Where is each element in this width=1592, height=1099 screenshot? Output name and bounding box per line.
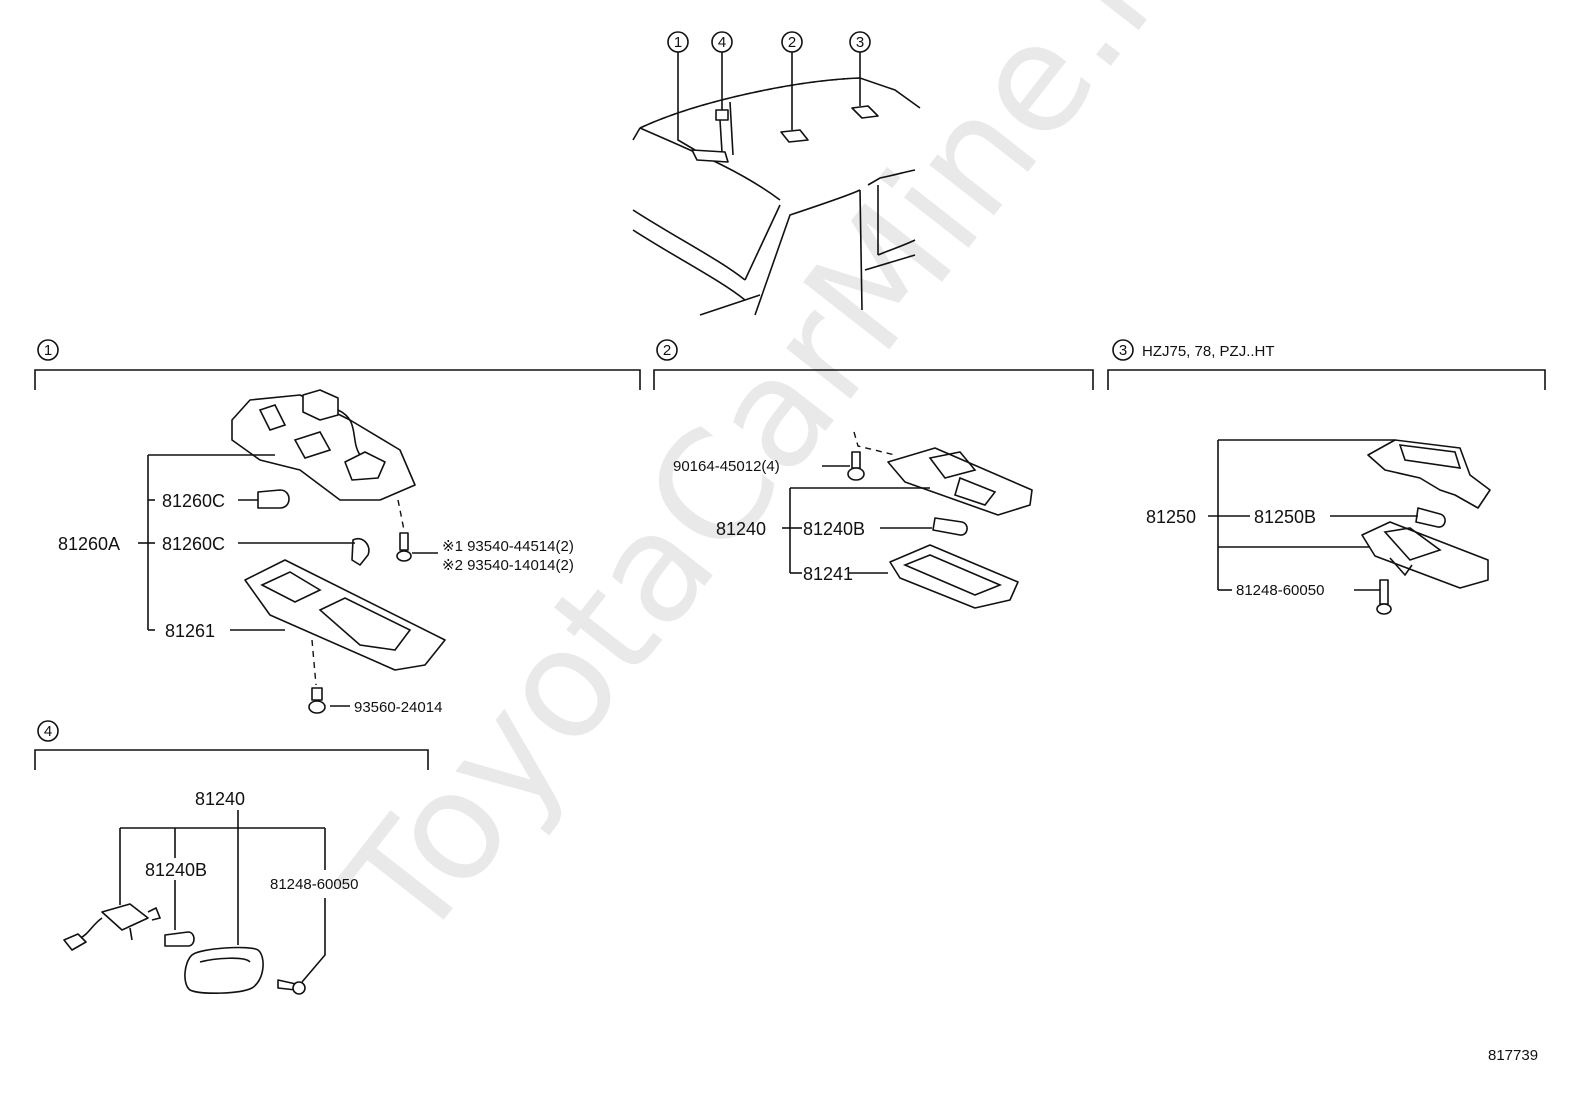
section-4-connector [63,903,162,951]
overview-callout-4: 4 [711,31,733,53]
section-3-lamp-housing [1361,521,1489,589]
section-1: 1 [34,339,641,716]
section-3-bracket [1367,439,1491,509]
vehicle-overview: 1 4 2 3 [632,31,921,316]
section-1-lamp-housing [231,389,416,501]
section-3-title: HZJ75, 78, PZJ..HT [1142,343,1275,360]
section-2-bulb [932,517,968,536]
section-1-lens-label: 81261 [165,621,215,641]
section-2-lamp-housing [887,447,1033,516]
section-3-screw-label: 81248-60050 [1236,582,1324,599]
overview-lamp-2 [780,129,809,143]
section-1-bulb-b-label: 81260C [162,534,225,554]
section-2-lens [889,544,1019,609]
section-4-bulb-label: 81240B [145,860,207,880]
section-1-header: 1 [34,339,641,390]
section-1-screw-3-label: 93560-24014 [354,699,442,716]
section-4: 4 8 [34,720,429,995]
overview-lamp-3 [851,105,879,119]
section-2-bulb-label: 81240B [803,519,865,539]
svg-text:1: 1 [674,34,682,51]
watermark-text: ToyotaCarMine.ru [311,0,1255,973]
section-1-bulb-a [257,489,290,509]
svg-text:3: 3 [856,34,864,51]
section-4-lens [184,946,264,994]
section-1-screw-2-label: ※2 93540-14014(2) [442,557,574,574]
section-4-assembly-label: 81240 [195,789,245,809]
watermark: ToyotaCarMine.ru [311,0,1255,973]
section-3-bulb-label: 81250B [1254,507,1316,527]
section-1-bottom-screw [308,639,326,714]
section-2: 2 90164-45 [653,339,1094,609]
section-3-bulb [1415,507,1446,528]
section-2-assembly-label: 81240 [716,519,766,539]
section-3-screw [1376,579,1392,615]
overview-callout-2: 2 [781,31,803,53]
svg-text:2: 2 [788,34,796,51]
section-4-bulb [164,931,195,947]
section-2-lens-label: 81241 [803,564,853,584]
overview-lamp-1 [691,149,729,163]
svg-text:4: 4 [44,723,52,740]
section-1-bulb-b [351,537,370,566]
overview-lamp-4 [715,109,729,121]
diagram-id: 817739 [1488,1047,1538,1064]
section-4-header: 4 [34,720,429,770]
section-1-screw-1-label: ※1 93540-44514(2) [442,538,574,555]
section-2-screw-label: 90164-45012(4) [673,458,780,475]
svg-text:3: 3 [1119,342,1127,359]
svg-text:2: 2 [663,342,671,359]
overview-callout-1: 1 [667,31,689,53]
section-4-screw [277,979,306,995]
section-3-header: 3 HZJ75, 78, PZJ..HT [1107,339,1546,390]
section-4-screw-label: 81248-60050 [270,876,358,893]
overview-callout-3: 3 [849,31,871,53]
svg-text:1: 1 [44,342,52,359]
section-3-assembly-label: 81250 [1146,507,1196,527]
section-3: 3 HZJ75, 78, PZJ..HT [1107,339,1546,615]
section-1-bulb-a-label: 81260C [162,491,225,511]
section-1-screw [396,499,412,562]
section-2-header: 2 [653,339,1094,390]
section-2-screw [847,431,896,481]
svg-text:4: 4 [718,34,726,51]
section-1-lens [244,559,446,671]
section-1-assembly-label: 81260A [58,534,120,554]
